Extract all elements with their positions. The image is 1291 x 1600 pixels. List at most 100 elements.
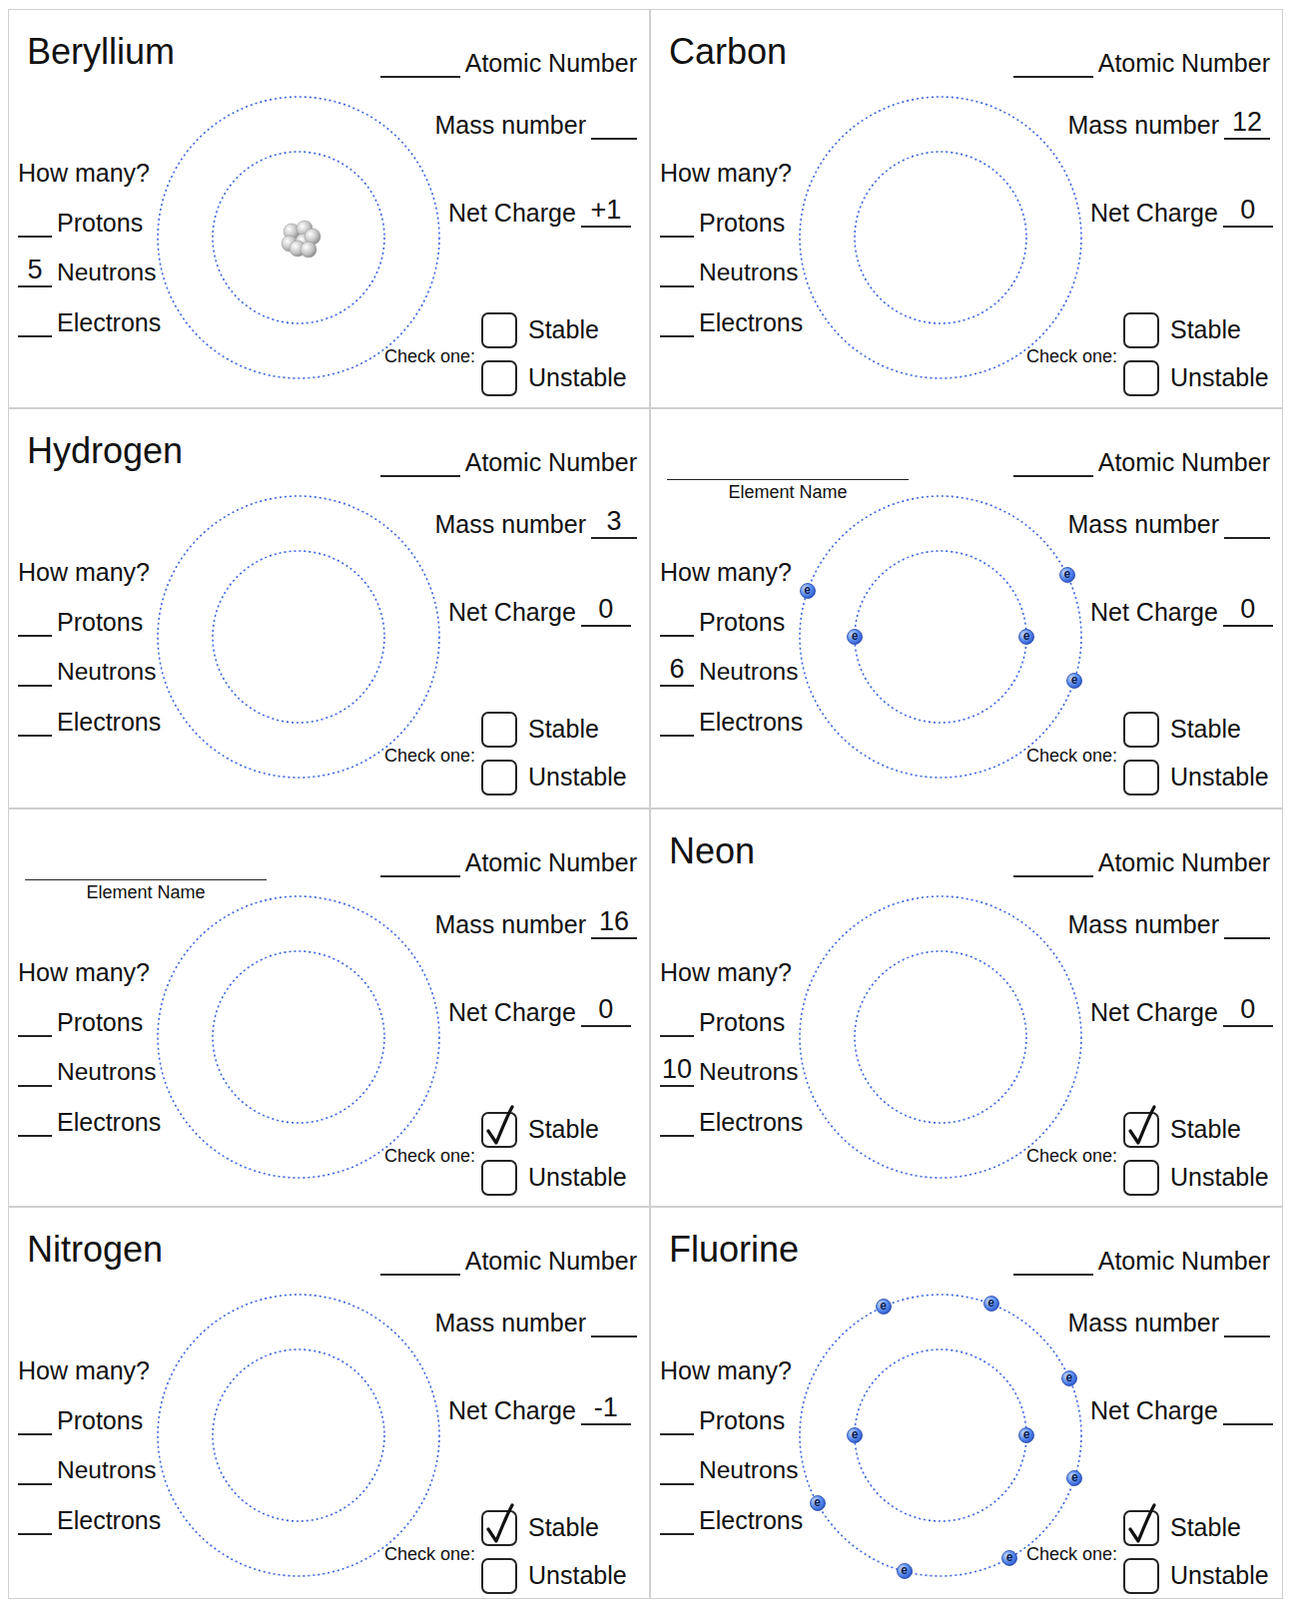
- field-label: Mass number: [435, 109, 587, 140]
- field-label: Atomic Number: [1098, 447, 1271, 478]
- electron-dot: e: [1017, 628, 1036, 646]
- field-row: Mass number: [435, 1305, 638, 1338]
- answer-blank: 16: [591, 907, 638, 940]
- handwritten-answer: 0: [1223, 595, 1274, 625]
- answer-blank: [17, 205, 52, 238]
- electron-dot: e: [874, 1297, 893, 1316]
- field-row: Net Charge0: [1090, 995, 1274, 1028]
- field-row: Atomic Number: [1013, 445, 1271, 478]
- field-row: Protons: [659, 1403, 785, 1436]
- answer-blank: [1013, 845, 1094, 878]
- answer-blank: 10: [659, 1055, 694, 1088]
- electron-dot: e: [798, 582, 817, 601]
- field-label: Check one:: [1026, 1544, 1118, 1565]
- field-row: 10Neutrons: [659, 1055, 798, 1088]
- field-label: Check one:: [384, 745, 476, 766]
- text-holder: How many?: [17, 157, 150, 188]
- field-label: Stable: [528, 1115, 600, 1144]
- answer-blank: -1: [581, 1393, 632, 1426]
- answer-blank: [17, 1503, 52, 1536]
- text-holder: How many?: [659, 1355, 792, 1386]
- field-row: Protons: [17, 1403, 143, 1436]
- field-label: Mass number: [435, 1307, 587, 1338]
- checkbox: [1124, 760, 1159, 795]
- electron-label: e: [845, 1426, 864, 1443]
- field-row: Mass number3: [435, 507, 638, 540]
- answer-blank: [380, 1244, 461, 1277]
- field-label: Stable: [528, 714, 600, 743]
- field-label: Stable: [1170, 714, 1242, 743]
- electron-shell: [212, 551, 385, 723]
- answer-blank: [659, 704, 694, 737]
- answer-blank: [1013, 1244, 1094, 1277]
- field-row: Protons: [17, 205, 143, 238]
- checkbox: [482, 361, 517, 396]
- text-holder: How many?: [659, 957, 792, 988]
- field-label: Mass number: [435, 909, 587, 940]
- field-label: Atomic Number: [1098, 1246, 1271, 1277]
- answer-blank: 0: [581, 595, 632, 628]
- electron-shell: [799, 1294, 1082, 1577]
- electron-shell: [799, 896, 1082, 1179]
- answer-blank: [17, 654, 52, 687]
- field-row: Atomic Number: [380, 1244, 638, 1277]
- electron-shell: [854, 151, 1027, 324]
- element-title: Nitrogen: [26, 1229, 163, 1271]
- field-row: Neutrons: [659, 1453, 798, 1486]
- field-label: Protons: [56, 607, 143, 638]
- field-row: 6Neutrons: [659, 654, 798, 687]
- field-label: Protons: [56, 1007, 143, 1038]
- answer-blank: 3: [591, 507, 638, 540]
- field-row: Neutrons: [17, 1055, 156, 1088]
- electron-dot: e: [895, 1562, 914, 1581]
- field-label: Mass number: [1068, 909, 1220, 940]
- field-label: Neutrons: [56, 1455, 156, 1486]
- field-row: Electrons: [659, 1105, 803, 1138]
- electron-shell: [157, 896, 440, 1179]
- text-holder: Fluorine: [668, 1228, 799, 1272]
- field-row: Protons: [17, 1005, 143, 1038]
- answer-blank: [17, 605, 52, 638]
- electron-label: e: [1065, 1469, 1084, 1486]
- answer-blank: +1: [581, 195, 632, 228]
- text-holder: Stable: [1170, 713, 1242, 744]
- answer-blank: 0: [1223, 595, 1274, 628]
- answer-blank: 12: [1224, 107, 1271, 140]
- electron-label: e: [874, 1297, 893, 1314]
- answer-blank: [659, 305, 694, 338]
- field-row: Mass number: [435, 107, 638, 140]
- field-label: Mass number: [1068, 1307, 1220, 1338]
- text-holder: Unstable: [528, 1162, 628, 1193]
- field-label: Net Charge: [1090, 197, 1219, 228]
- answer-blank: [1223, 1393, 1274, 1426]
- field-label: Protons: [698, 1007, 785, 1038]
- text-holder: Unstable: [528, 761, 628, 792]
- handwritten-answer: 10: [659, 1055, 694, 1085]
- field-label: Net Charge: [1090, 1395, 1219, 1426]
- atom-card: Atomic NumberMass number16Net Charge0Pro…: [7, 808, 650, 1208]
- text-holder: How many?: [659, 157, 792, 188]
- field-row: Protons: [659, 605, 785, 638]
- field-label: Stable: [1170, 1115, 1242, 1144]
- field-row: Protons: [659, 1005, 785, 1038]
- field-label: Stable: [1170, 315, 1242, 344]
- answer-blank: [17, 1105, 52, 1138]
- text-holder: Stable: [1170, 1512, 1242, 1543]
- field-label: Electrons: [698, 706, 803, 737]
- field-label: Atomic Number: [465, 447, 638, 478]
- field-row: Mass number16: [435, 907, 638, 940]
- field-label: How many?: [659, 958, 792, 987]
- field-label: How many?: [17, 158, 150, 187]
- answer-blank: [17, 1453, 52, 1486]
- field-row: Atomic Number: [380, 845, 638, 878]
- answer-blank: [380, 45, 461, 78]
- field-label: Electrons: [56, 307, 161, 338]
- field-label: How many?: [17, 558, 150, 587]
- answer-blank: [659, 1005, 694, 1038]
- text-holder: Unstable: [1170, 761, 1270, 792]
- field-label: Check one:: [384, 1544, 476, 1565]
- text-holder: Stable: [528, 1512, 600, 1543]
- electron-label: e: [1065, 671, 1084, 688]
- field-row: Atomic Number: [380, 45, 638, 78]
